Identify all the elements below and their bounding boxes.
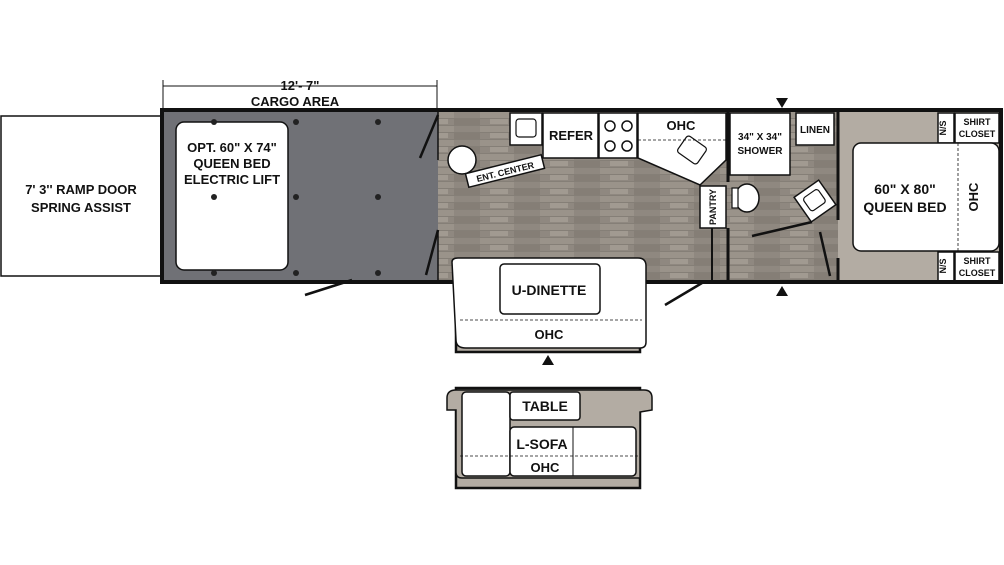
slide-marker-bottom bbox=[776, 286, 788, 296]
bedroom: N/S SHIRT CLOSET 60" X 80" QUEEN BED OHC… bbox=[852, 112, 1000, 282]
opt-bed-label-line2: QUEEN BED bbox=[193, 156, 270, 171]
opt-bed-label-line1: OPT. 60" X 74" bbox=[187, 140, 277, 155]
refer-label: REFER bbox=[549, 128, 594, 143]
sofa-table bbox=[509, 391, 581, 421]
linen-label: LINEN bbox=[800, 125, 830, 136]
entertainment-center bbox=[464, 153, 546, 189]
u-dinette-label: U-DINETTE bbox=[512, 282, 587, 298]
shower-label-line2: SHOWER bbox=[738, 146, 784, 157]
bed-ohc-label: OHC bbox=[966, 182, 981, 212]
cargo-area-label: CARGO AREA bbox=[251, 94, 340, 109]
burner-icon bbox=[604, 120, 616, 132]
dinette-slide-marker bbox=[542, 355, 554, 365]
slide-marker-top bbox=[776, 98, 788, 108]
burner-icon bbox=[621, 140, 633, 152]
kitchen: REFER OHC bbox=[509, 112, 727, 186]
shower bbox=[729, 112, 791, 176]
doors bbox=[304, 114, 832, 307]
burner-icon bbox=[604, 140, 616, 152]
u-dinette-slide: U-DINETTE OHC bbox=[451, 257, 647, 354]
ns-bottom-label: N/S bbox=[938, 258, 948, 273]
dinette-ohc-label: OHC bbox=[535, 327, 565, 342]
table-label: TABLE bbox=[522, 398, 568, 414]
ramp-door: 7' 3'' RAMP DOOR SPRING ASSIST bbox=[0, 115, 163, 277]
optional-queen-bed bbox=[175, 121, 289, 271]
l-sofa-label: L-SOFA bbox=[516, 436, 567, 452]
pantry-label: PANTRY bbox=[708, 189, 718, 225]
bed-label-line1: 60" X 80" bbox=[874, 181, 936, 197]
ns-top-label: N/S bbox=[938, 120, 948, 135]
tie-down-points bbox=[211, 119, 381, 276]
chair-icon bbox=[447, 145, 477, 175]
shirt-top-label-line2: CLOSET bbox=[959, 129, 996, 139]
cooktop bbox=[598, 112, 638, 159]
sofa-ohc-label: OHC bbox=[531, 460, 561, 475]
cargo-dimension: 12'- 7" CARGO AREA bbox=[162, 78, 438, 110]
sofa-chaise bbox=[461, 391, 511, 477]
kitchen-sink bbox=[677, 135, 707, 165]
opt-bed-label-line3: ELECTRIC LIFT bbox=[184, 172, 280, 187]
cargo-area: OPT. 60" X 74" QUEEN BED ELECTRIC LIFT bbox=[163, 111, 438, 281]
l-sofa-option: TABLE L-SOFA OHC bbox=[446, 386, 653, 490]
bathroom: 34" X 34" SHOWER LINEN bbox=[729, 112, 837, 223]
pantry: PANTRY bbox=[699, 185, 727, 229]
ramp-door-label-line1: 7' 3'' RAMP DOOR bbox=[25, 182, 137, 197]
burner-icon bbox=[621, 120, 633, 132]
cargo-length-label: 12'- 7" bbox=[281, 78, 320, 93]
shirt-top-label-line1: SHIRT bbox=[964, 117, 992, 127]
dinette-table bbox=[499, 263, 601, 315]
shower-label-line1: 34" X 34" bbox=[738, 132, 782, 143]
shirt-bottom-label-line2: CLOSET bbox=[959, 268, 996, 278]
refrigerator bbox=[542, 112, 599, 159]
shirt-bottom-label-line1: SHIRT bbox=[964, 256, 992, 266]
ramp-door-label-line2: SPRING ASSIST bbox=[31, 200, 131, 215]
kitchen-ohc-label: OHC bbox=[667, 118, 697, 133]
linen-closet bbox=[795, 112, 835, 146]
bath-sink bbox=[793, 179, 837, 223]
bed-label-line2: QUEEN BED bbox=[863, 199, 946, 215]
shirt-closet-top bbox=[954, 112, 1000, 144]
